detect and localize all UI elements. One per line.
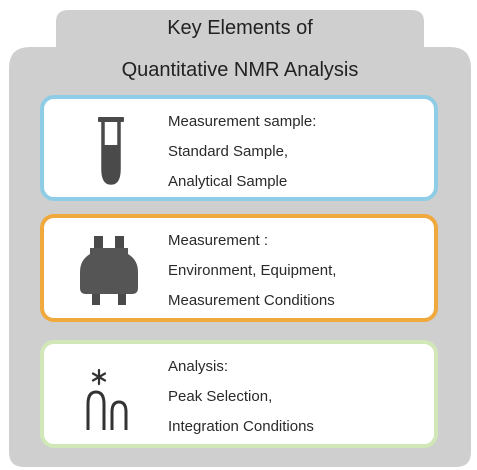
measurement-text: Measurement : Environment, Equipment, Me… [168, 226, 428, 316]
card-heading: Analysis: [168, 358, 229, 375]
measurement-sample-card: Measurement sample: Standard Sample, Ana… [40, 95, 438, 201]
measurement-card: Measurement : Environment, Equipment, Me… [40, 214, 438, 322]
measurement-sample-text: Measurement sample: Standard Sample, Ana… [168, 107, 428, 197]
card-detail: Environment, Equipment, [168, 262, 337, 279]
nmr-magnet-icon [80, 236, 138, 305]
card-detail: Analytical Sample [168, 173, 288, 190]
diagram-title-line-2: Quantitative NMR Analysis [121, 59, 359, 81]
analysis-text: Analysis: Peak Selection, Integration Co… [168, 352, 428, 442]
card-detail: Standard Sample, [168, 143, 289, 160]
card-heading: Measurement : [168, 232, 269, 249]
card-detail: Measurement Conditions [168, 292, 335, 309]
test-tube-icon [98, 117, 124, 185]
card-detail: Peak Selection, [168, 388, 273, 405]
analysis-card: Analysis: Peak Selection, Integration Co… [40, 340, 438, 448]
nmr-peak-icon [86, 368, 128, 430]
card-detail: Integration Conditions [168, 418, 314, 435]
card-heading: Measurement sample: [168, 113, 317, 130]
diagram-title-line-1: Key Elements of [167, 17, 313, 39]
